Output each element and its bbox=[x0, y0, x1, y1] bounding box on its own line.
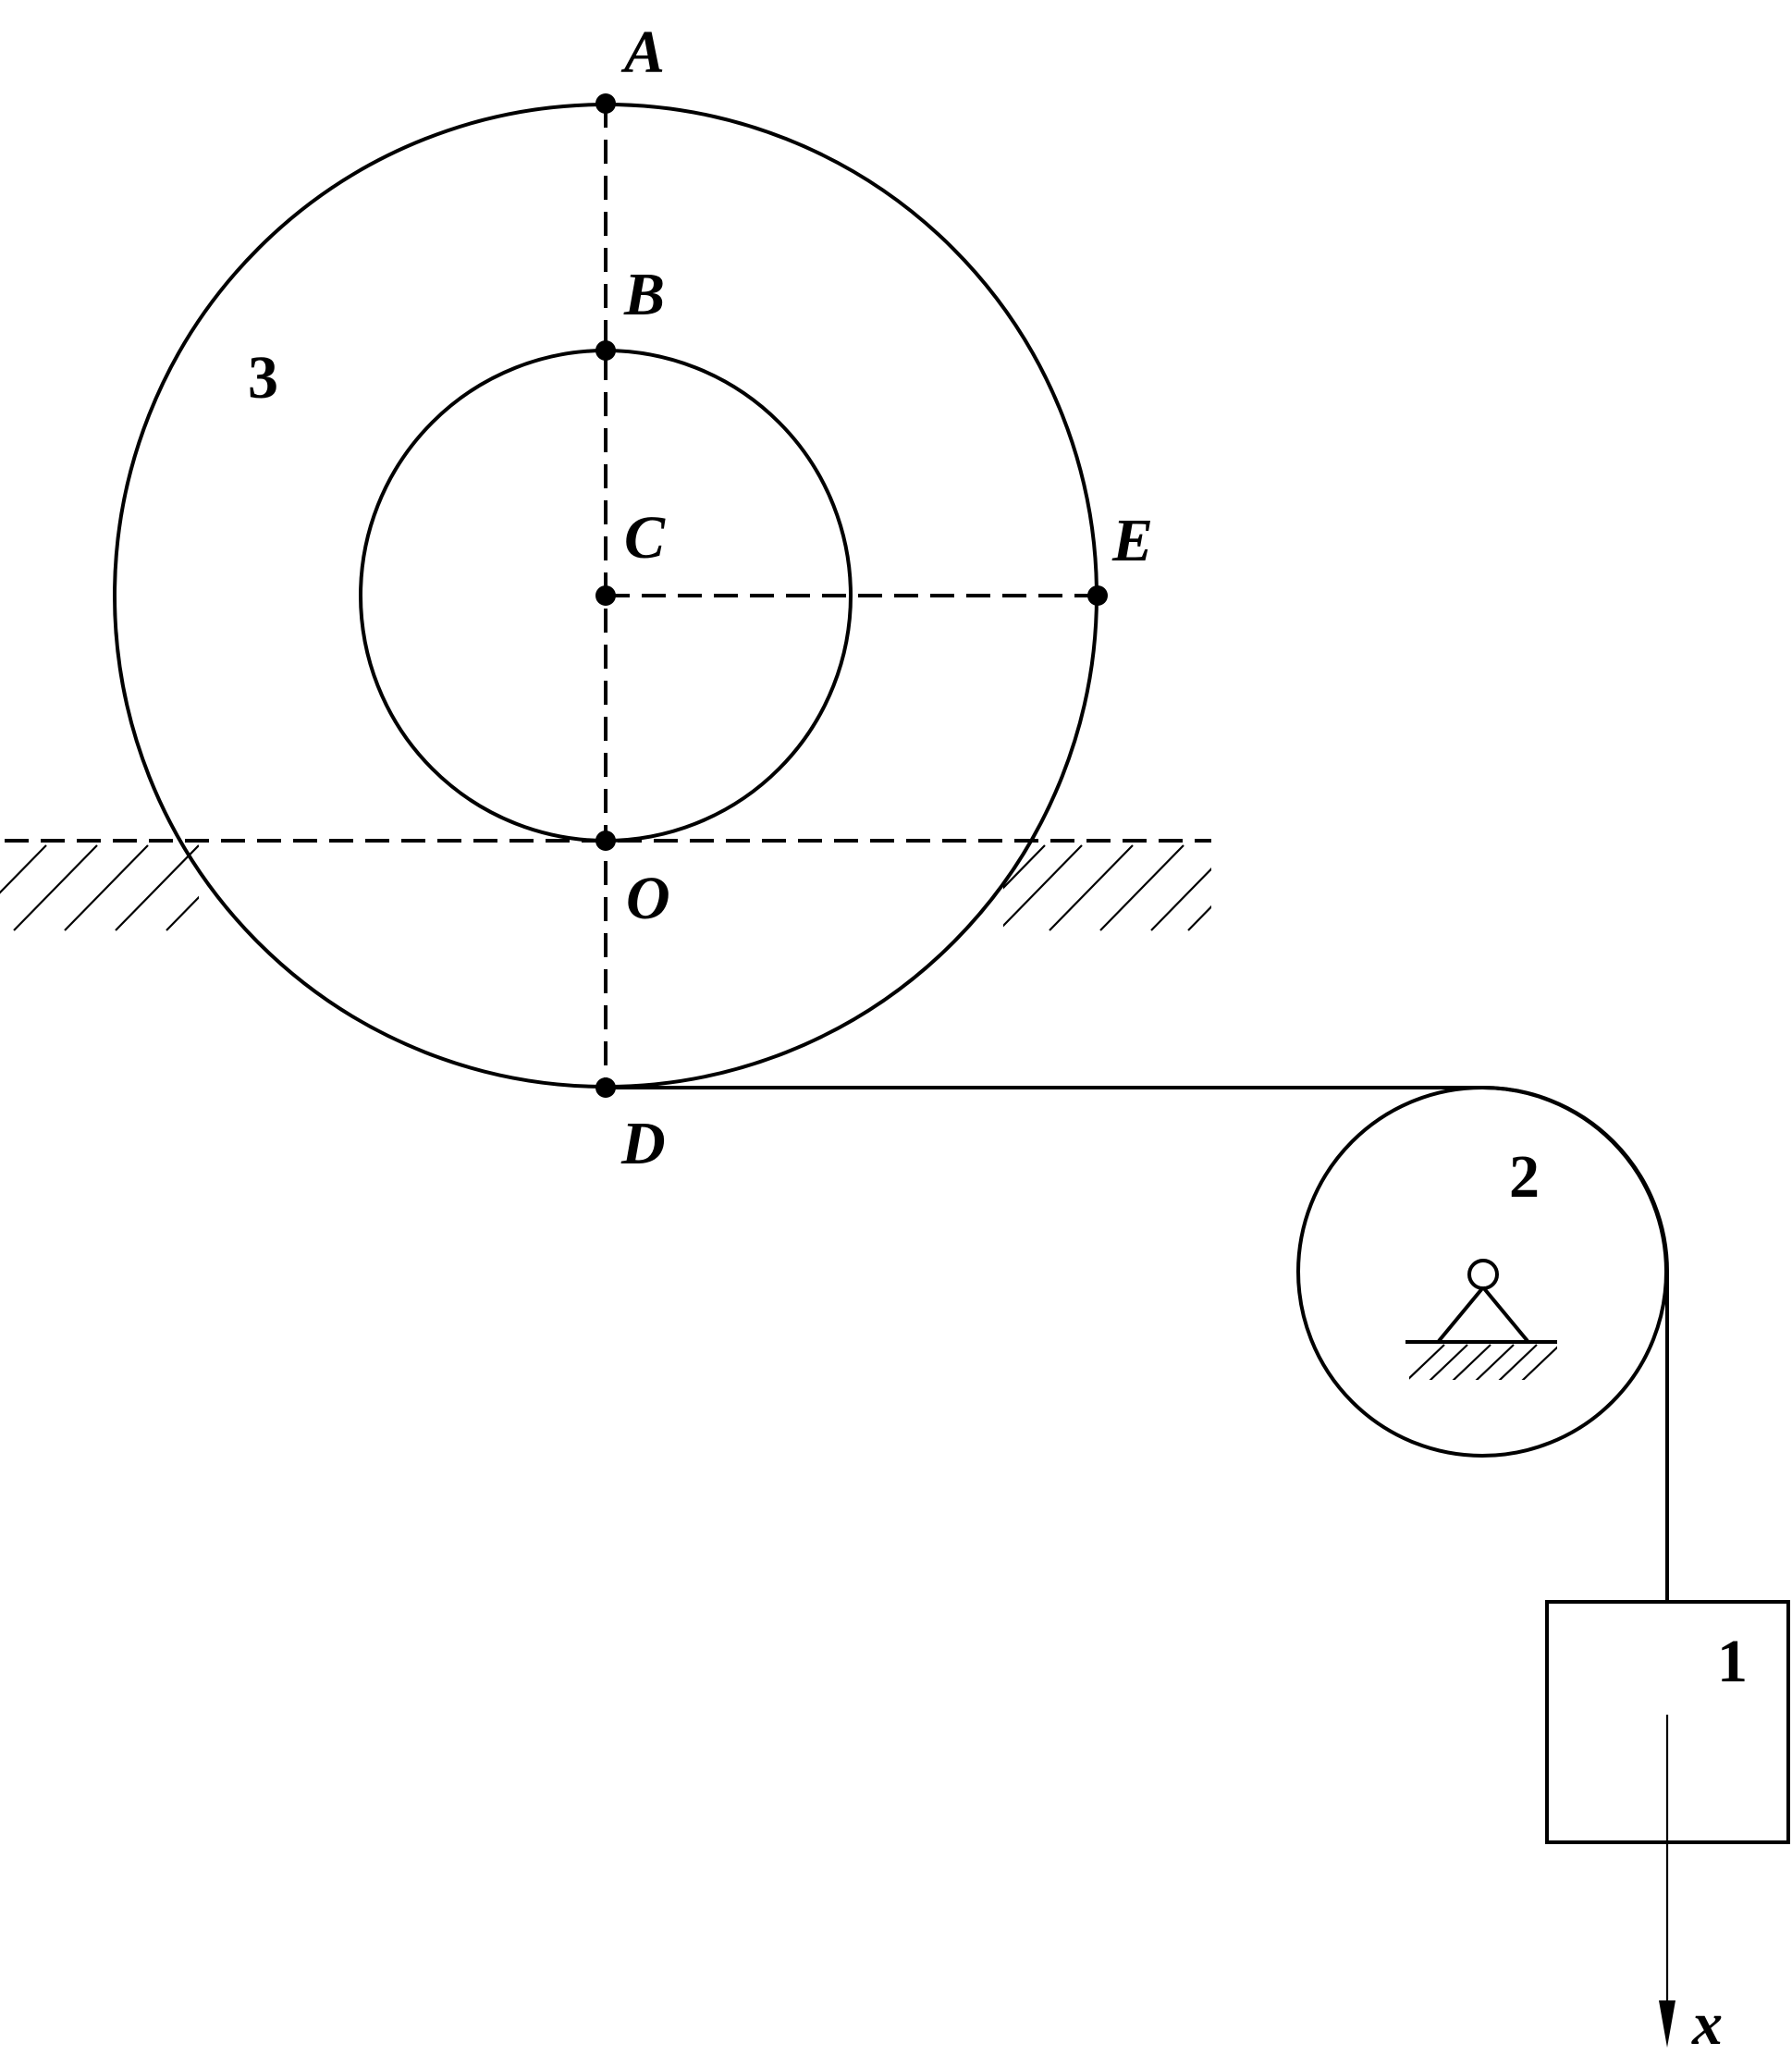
label-point-d: D bbox=[620, 1110, 666, 1177]
point-c-dot bbox=[595, 585, 616, 606]
label-point-e: E bbox=[1111, 507, 1153, 574]
ground-hatching-right bbox=[1003, 844, 1211, 931]
label-point-a: A bbox=[620, 18, 665, 86]
x-axis-arrowhead bbox=[1659, 2000, 1675, 2048]
label-point-o: O bbox=[626, 865, 670, 932]
label-point-b: B bbox=[623, 261, 665, 328]
label-body-1: 1 bbox=[1717, 1628, 1748, 1695]
label-point-c: C bbox=[624, 504, 666, 572]
point-a-dot bbox=[595, 93, 616, 114]
label-body-2: 2 bbox=[1509, 1143, 1540, 1211]
label-axis-x: x bbox=[1691, 1990, 1723, 2055]
pulley-support bbox=[1405, 1259, 1557, 1380]
point-o-dot bbox=[595, 831, 616, 851]
ground-hatching-left bbox=[0, 844, 199, 931]
point-b-dot bbox=[595, 340, 616, 361]
label-body-3: 3 bbox=[248, 344, 278, 412]
pulley-2-circle bbox=[1296, 1086, 1668, 1458]
point-e-dot bbox=[1087, 585, 1108, 606]
